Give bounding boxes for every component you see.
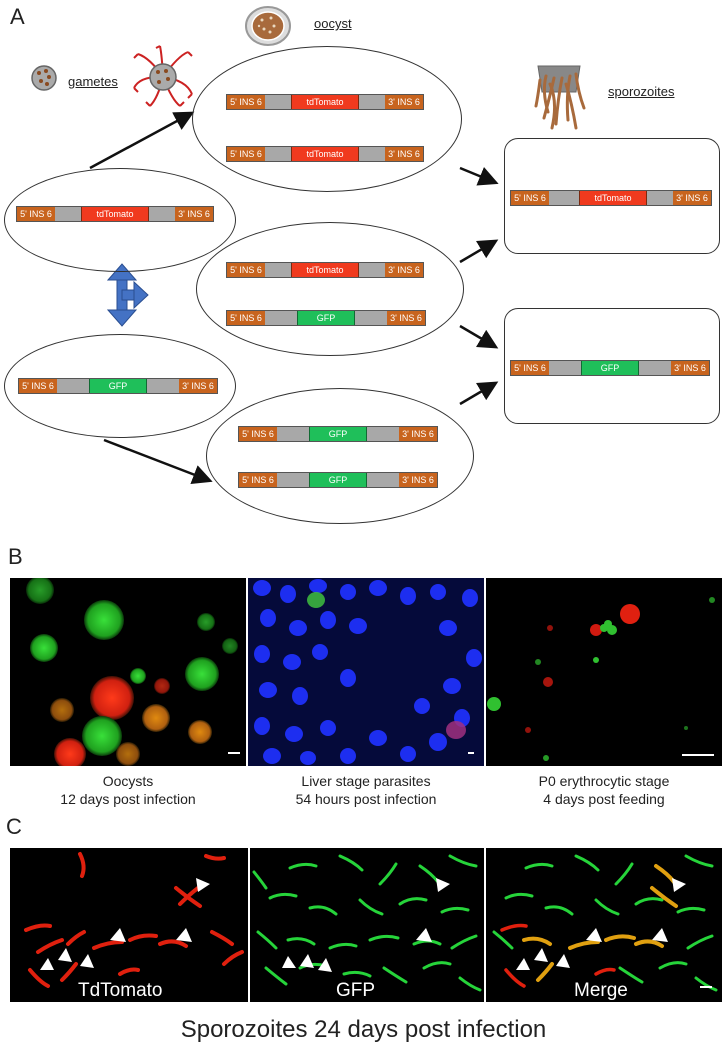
caption-line1: Oocysts [102,773,154,789]
gfp-label: GFP [336,980,375,1001]
male-gamete-icon [133,45,193,107]
gamete-icon [31,65,57,91]
gamete-ellipse-red [4,168,236,272]
sporozoites-label: sporozoites [608,84,675,99]
utr3-label: 3' INS 6 [385,95,423,109]
utr5-label: 5' INS 6 [19,379,57,393]
caption-oocysts: Oocysts 12 days post infection [10,772,246,808]
utr5-label: 5' INS 6 [511,191,549,205]
construct-tdtomato: 5' INS 6 tdTomato 3' INS 6 [226,146,424,162]
utr3-label: 3' INS 6 [399,427,437,441]
utr3-label: 3' INS 6 [175,207,213,221]
panel-a-arrows [89,111,499,484]
merge-micrograph: Merge [486,848,722,1002]
utr3-label: 3' INS 6 [671,361,709,375]
sporozoite-box-red [504,138,720,254]
tdtomato-label: tdTomato [81,207,149,221]
utr5-label: 5' INS 6 [227,95,265,109]
utr3-label: 3' INS 6 [399,473,437,487]
construct-gfp: 5' INS 6 GFP 3' INS 6 [226,310,426,326]
oocyst-icon [245,6,291,46]
tdtomato-label: tdTomato [291,263,359,277]
blue-crossing-arrow [106,263,149,327]
caption-line1: Liver stage parasites [301,773,431,789]
utr5-label: 5' INS 6 [17,207,55,221]
oocyst-label: oocyst [314,16,352,31]
tdtomato-label: tdTomato [579,191,647,205]
gametes-label: gametes [68,74,118,89]
gfp-label: GFP [89,379,147,393]
liver-stage-micrograph [248,578,484,766]
gfp-label: GFP [309,473,367,487]
oocyst-ellipse-green [206,388,474,524]
construct-gfp: 5' INS 6 GFP 3' INS 6 [238,426,438,442]
gamete-ellipse-green [4,334,236,438]
utr5-label: 5' INS 6 [239,427,277,441]
utr3-label: 3' INS 6 [179,379,217,393]
utr5-label: 5' INS 6 [227,263,265,277]
construct-tdtomato: 5' INS 6 tdTomato 3' INS 6 [226,262,424,278]
oocysts-micrograph [10,578,246,766]
utr3-label: 3' INS 6 [673,191,711,205]
panel-a-letter: A [10,4,25,29]
utr5-label: 5' INS 6 [511,361,549,375]
sporozoite-box-green [504,308,720,424]
utr5-label: 5' INS 6 [227,311,265,325]
gfp-label: GFP [297,311,355,325]
gfp-label: GFP [581,361,639,375]
construct-tdtomato: 5' INS 6 tdTomato 3' INS 6 [16,206,214,222]
oocyst-ellipse-mixed [196,222,464,356]
tdtomato-micrograph: TdTomato [10,848,248,1002]
construct-tdtomato: 5' INS 6 tdTomato 3' INS 6 [510,190,712,206]
panel-c-letter: C [6,814,22,839]
construct-gfp: 5' INS 6 GFP 3' INS 6 [238,472,438,488]
construct-tdtomato: 5' INS 6 tdTomato 3' INS 6 [226,94,424,110]
erythrocytic-stage-micrograph [486,578,722,766]
utr3-label: 3' INS 6 [385,147,423,161]
construct-gfp: 5' INS 6 GFP 3' INS 6 [510,360,710,376]
tdtomato-label: TdTomato [78,980,162,1001]
utr5-label: 5' INS 6 [239,473,277,487]
utr5-label: 5' INS 6 [227,147,265,161]
tdtomato-label: tdTomato [291,95,359,109]
panel-b-letter: B [8,544,23,569]
tdtomato-label: tdTomato [291,147,359,161]
utr3-label: 3' INS 6 [387,311,425,325]
caption-line2: 12 days post infection [60,791,196,807]
caption-liver-stage: Liver stage parasites 54 hours post infe… [248,772,484,808]
caption-line2: 4 days post feeding [543,791,665,807]
gfp-micrograph: GFP [250,848,484,1002]
sporozoites-icon [534,65,586,130]
caption-erythrocytic: P0 erythrocytic stage 4 days post feedin… [486,772,722,808]
merge-label: Merge [574,980,628,1001]
oocyst-ellipse-red [192,46,462,192]
utr3-label: 3' INS 6 [385,263,423,277]
caption-line2: 54 hours post infection [295,791,437,807]
caption-line1: P0 erythrocytic stage [538,773,670,789]
construct-gfp: 5' INS 6 GFP 3' INS 6 [18,378,218,394]
gfp-label: GFP [309,427,367,441]
panel-c-caption: Sporozoites 24 days post infection [180,1016,547,1043]
